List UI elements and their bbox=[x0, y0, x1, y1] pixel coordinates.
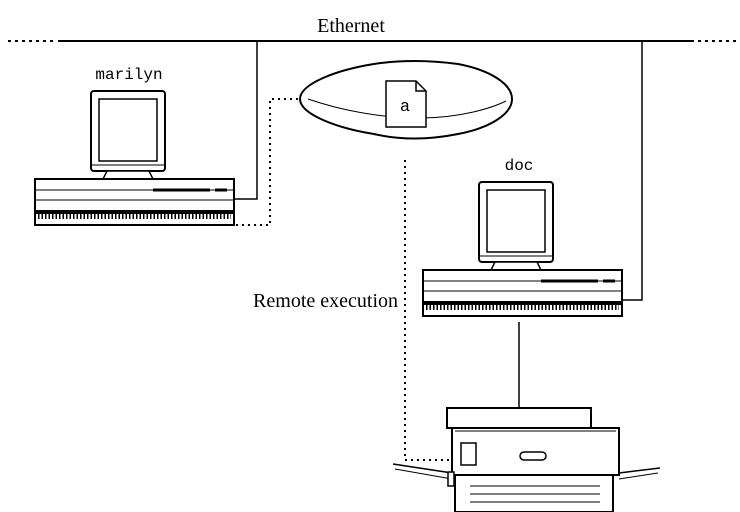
host-label-marilyn: marilyn bbox=[95, 66, 162, 84]
workstation-icon[interactable] bbox=[422, 181, 623, 317]
remote-execution-label: Remote execution bbox=[253, 290, 398, 312]
ethernet-label: Ethernet bbox=[317, 15, 385, 37]
file-name-label: a bbox=[400, 98, 410, 117]
network-cables bbox=[234, 41, 643, 408]
workstation-icon[interactable] bbox=[34, 90, 235, 226]
host-label-doc: doc bbox=[505, 157, 534, 175]
document-icon[interactable] bbox=[385, 80, 427, 128]
printer-icon[interactable] bbox=[392, 407, 661, 512]
data-flow-paths bbox=[236, 98, 455, 461]
